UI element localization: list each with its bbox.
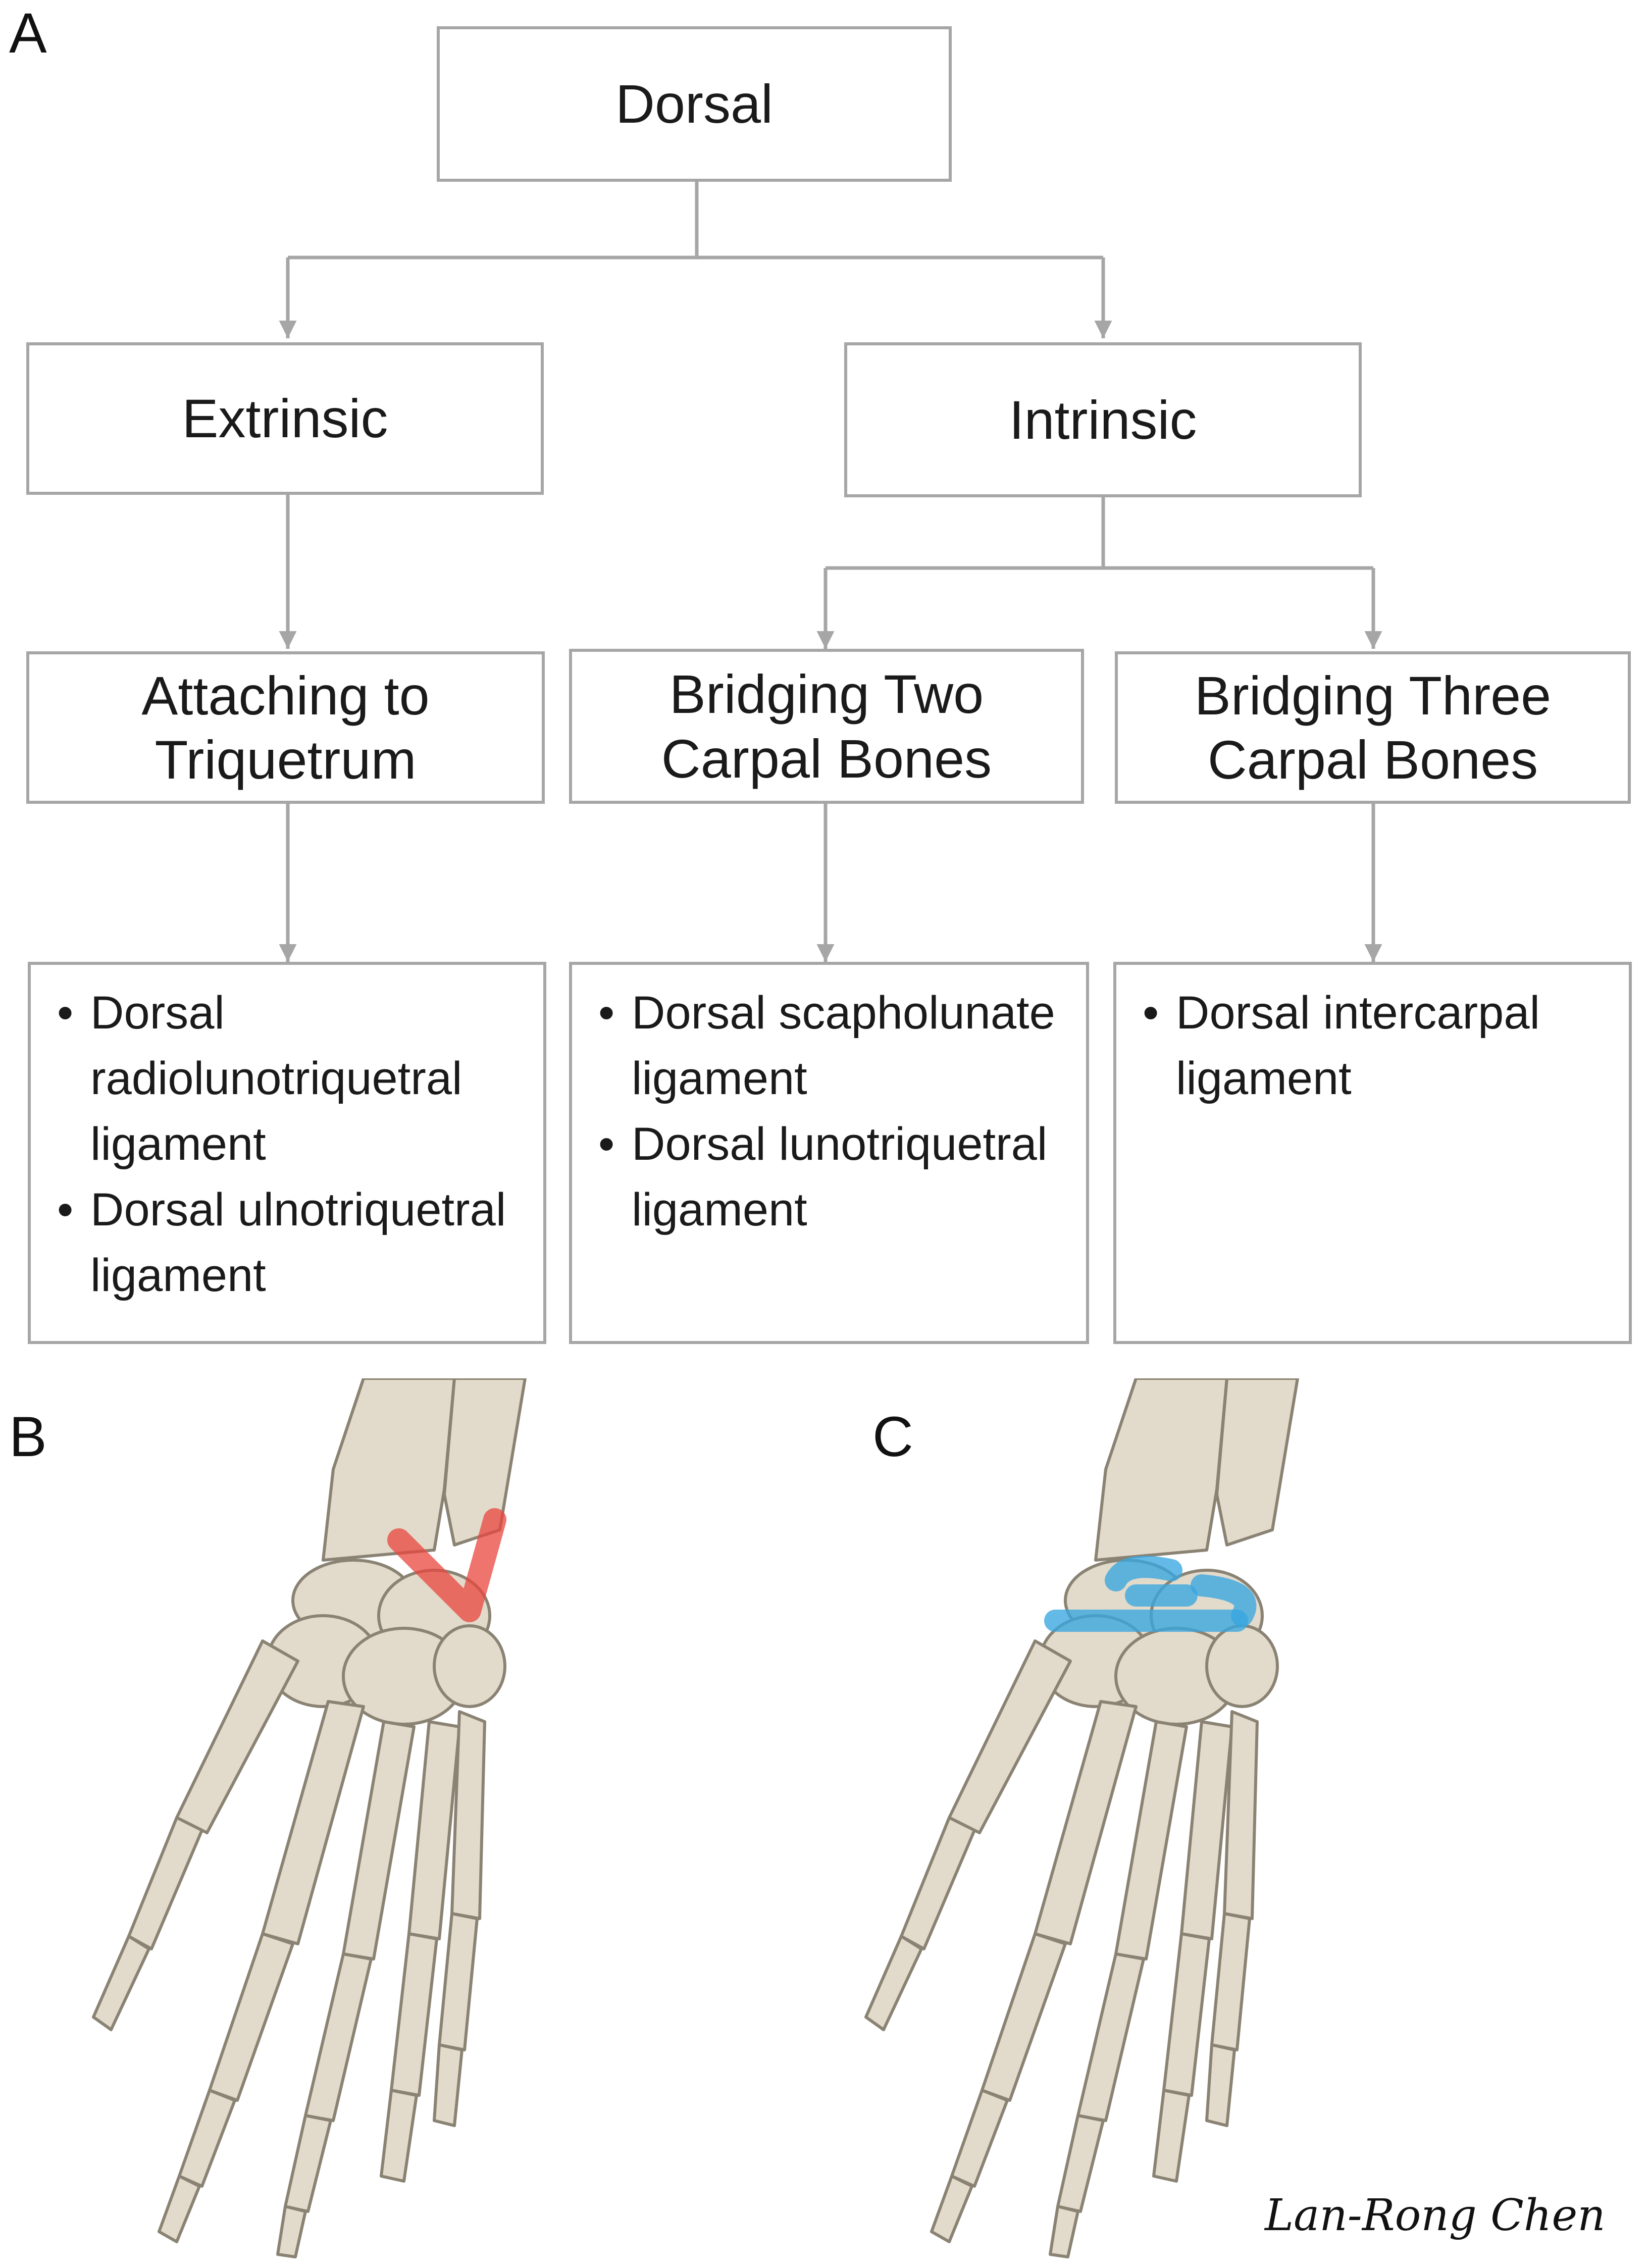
triquetrum-category-label: Attaching to Triquetrum — [141, 664, 430, 790]
triquetrum-ligament-list: Dorsal radiolunotriquetral ligament Dors… — [57, 980, 528, 1308]
panel-label-c: C — [872, 1405, 913, 1468]
extrinsic-ligament-overlay — [387, 1508, 506, 1622]
three-bones-category-label: Bridging Three Carpal Bones — [1194, 664, 1552, 790]
panel-label-b: B — [9, 1405, 47, 1468]
root-label: Dorsal — [615, 73, 774, 135]
hand-skeleton-intrinsic — [864, 1378, 1299, 2258]
list-box-triquetrum: Dorsal radiolunotriquetral ligament Dors… — [28, 962, 546, 1344]
hand-skeleton-extrinsic — [92, 1378, 527, 2258]
three-bones-ligament-list: Dorsal intercarpal ligament — [1143, 980, 1614, 1111]
intrinsic-ligament-overlay — [1105, 1556, 1182, 1591]
box-bridging-three: Bridging Three Carpal Bones — [1115, 651, 1631, 804]
list-item: Dorsal ulnotriquetral ligament — [57, 1177, 520, 1308]
box-attaching-triquetrum: Attaching to Triquetrum — [26, 651, 545, 804]
intrinsic-label: Intrinsic — [1009, 389, 1197, 450]
root-box-dorsal: Dorsal — [437, 26, 952, 182]
list-item: Dorsal radiolunotriquetral ligament — [57, 980, 494, 1177]
list-item: Dorsal lunotriquetral ligament — [598, 1111, 1076, 1243]
list-item: Dorsal scapholunate ligament — [598, 980, 1076, 1111]
extrinsic-label: Extrinsic — [182, 388, 388, 449]
box-extrinsic: Extrinsic — [26, 342, 544, 495]
intrinsic-ligament-overlay — [1191, 1574, 1257, 1627]
panel-label-a: A — [9, 2, 47, 65]
tree-connectors — [279, 182, 1382, 962]
list-box-two-bones: Dorsal scapholunate ligament Dorsal luno… — [569, 962, 1089, 1344]
two-bones-ligament-list: Dorsal scapholunate ligament Dorsal luno… — [598, 980, 1071, 1243]
list-item: Dorsal intercarpal ligament — [1143, 980, 1610, 1111]
box-bridging-two: Bridging Two Carpal Bones — [569, 649, 1084, 804]
list-box-three-bones: Dorsal intercarpal ligament — [1113, 962, 1632, 1344]
box-intrinsic: Intrinsic — [844, 342, 1362, 497]
artist-signature: Lan-Rong Chen — [1265, 2190, 1606, 2241]
two-bones-category-label: Bridging Two Carpal Bones — [661, 663, 992, 789]
